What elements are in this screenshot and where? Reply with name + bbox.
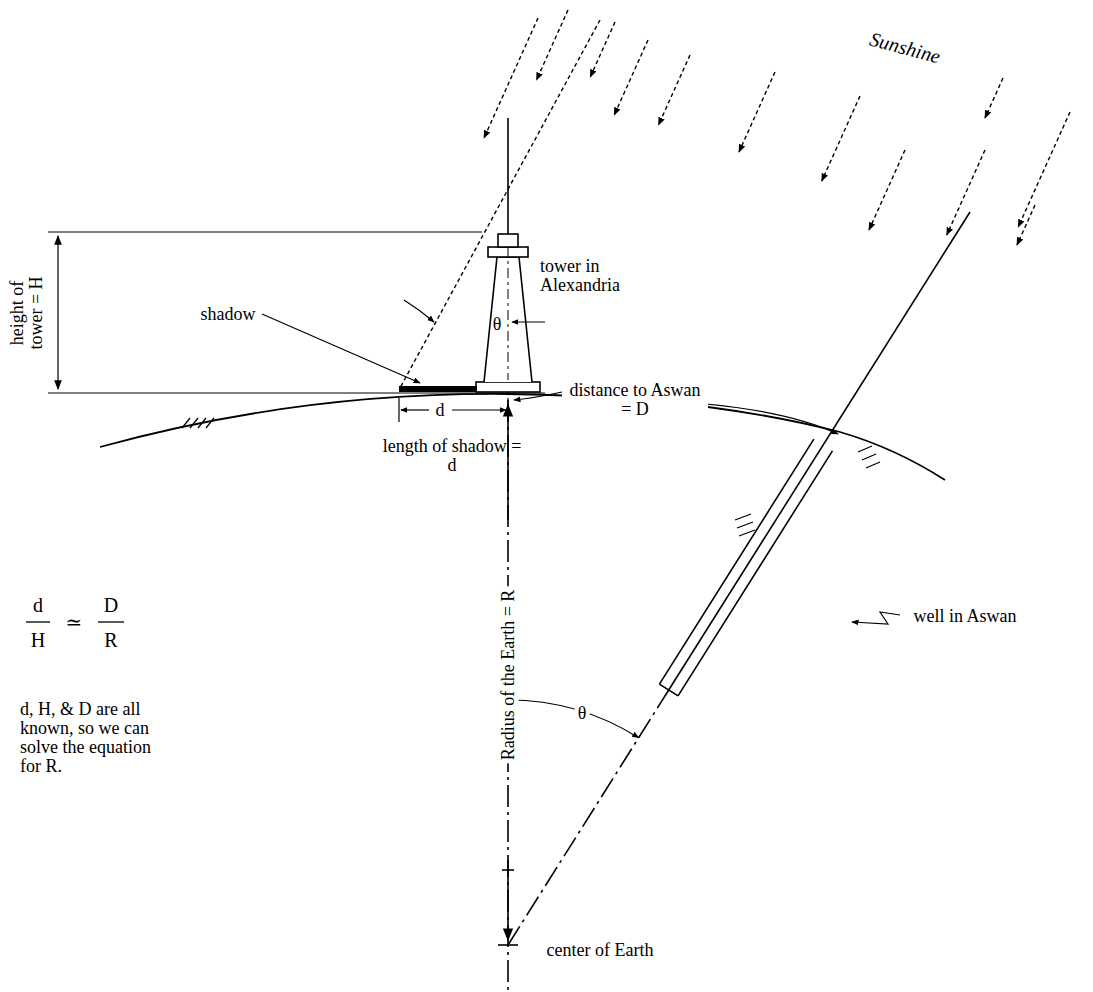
sun-ray-arrow bbox=[822, 96, 860, 181]
sun-ray-arrow bbox=[537, 10, 569, 80]
sun-ray-arrow bbox=[985, 78, 1003, 118]
ground-hatching bbox=[858, 446, 880, 468]
tick-mark bbox=[502, 869, 514, 871]
tower-lantern bbox=[498, 234, 518, 247]
ground-hatching bbox=[182, 418, 214, 428]
leader-line bbox=[852, 612, 900, 624]
radius-arrow-top bbox=[507, 405, 509, 520]
formula-term: D bbox=[104, 595, 118, 616]
aswan-radius-line bbox=[508, 690, 669, 945]
part-label: center of Earth bbox=[547, 941, 654, 960]
part-label: well in Aswan bbox=[914, 607, 1017, 626]
sunshine-label: Sunshine bbox=[867, 29, 942, 68]
part-label: tower in Alexandria bbox=[540, 257, 670, 295]
sun-ray-arrow bbox=[590, 22, 615, 77]
height-reference-line bbox=[48, 231, 482, 232]
dimension-label: length of shadow = d bbox=[382, 437, 522, 475]
sun-ray bbox=[400, 20, 600, 388]
dimension-line bbox=[401, 409, 429, 410]
fraction-bar bbox=[98, 621, 124, 622]
sun-ray-arrow bbox=[1018, 112, 1070, 227]
formula-term: d bbox=[33, 595, 43, 616]
dimension-tick bbox=[507, 398, 508, 422]
well-shaft bbox=[659, 439, 832, 696]
part-label: shadow bbox=[201, 305, 256, 324]
dimension-label: distance to Aswan = D bbox=[562, 380, 708, 420]
dimension-label: height of tower = H bbox=[8, 263, 46, 363]
sun-ray-arrow bbox=[484, 18, 538, 138]
aswan-radius bbox=[508, 212, 970, 945]
angle-label: θ bbox=[575, 703, 590, 724]
sun-ray-arrow bbox=[739, 72, 775, 152]
sun-ray-arrow bbox=[1017, 205, 1035, 245]
shadow-bar bbox=[399, 386, 477, 392]
tower-centerline bbox=[508, 247, 509, 380]
formula-term: H bbox=[31, 630, 45, 651]
dimension-label: Radius of the Earth = R bbox=[498, 587, 519, 764]
leader-line bbox=[262, 314, 420, 383]
tower-base bbox=[476, 382, 540, 392]
leader-line bbox=[706, 404, 838, 434]
sun-ray-arrow bbox=[659, 55, 691, 125]
earth-surface bbox=[100, 394, 945, 480]
angle-marker bbox=[404, 300, 434, 322]
radius-arrow-bottom bbox=[507, 860, 509, 940]
sun-ray-arrow bbox=[869, 150, 905, 230]
formula-term: ≃ bbox=[66, 612, 83, 633]
dimension-line bbox=[452, 409, 506, 410]
fraction-bar bbox=[26, 621, 50, 622]
angle-marker bbox=[512, 321, 545, 322]
sun-ray-arrow bbox=[614, 40, 648, 115]
sun-ray-arrow bbox=[947, 150, 985, 235]
height-dimension bbox=[57, 236, 58, 389]
dimension-tick bbox=[398, 398, 399, 422]
note-text: d, H, & D are all known, so we can solve… bbox=[20, 700, 160, 776]
dimension-label: d bbox=[436, 401, 445, 420]
angle-arc bbox=[508, 700, 639, 738]
ground-hatching bbox=[735, 514, 755, 536]
angle-label: θ bbox=[493, 315, 502, 334]
formula-term: R bbox=[104, 630, 117, 651]
axis-line bbox=[507, 118, 509, 238]
sun-arrows bbox=[484, 10, 1070, 245]
leader-line bbox=[514, 392, 562, 400]
